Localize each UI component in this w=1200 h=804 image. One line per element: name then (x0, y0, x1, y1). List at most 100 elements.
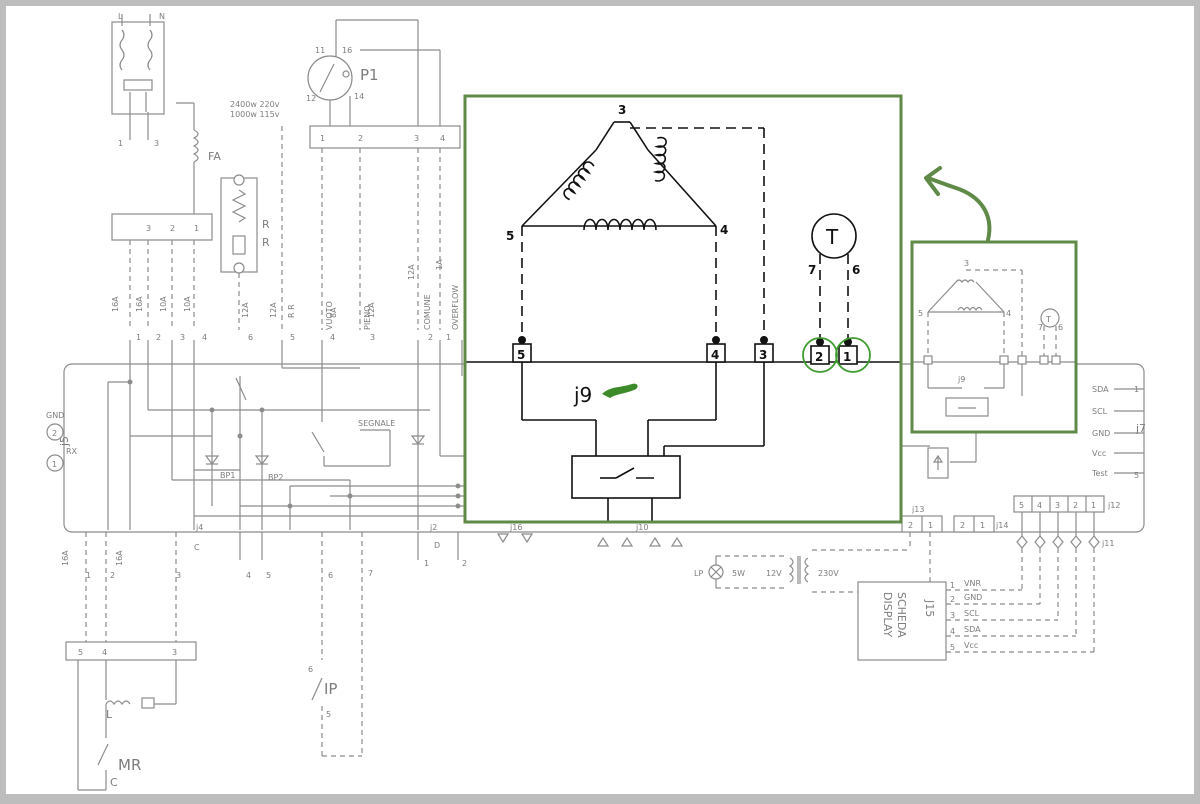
display-signal-sda: SDA (964, 625, 981, 634)
j16-label: j16 (509, 523, 522, 532)
bottom-pin-7: 7 (368, 569, 373, 578)
lamp-transformer: LP 5W 12V 230V (694, 532, 931, 593)
j3-pin-4: 4 (330, 333, 335, 342)
j12-label: j12 (1107, 501, 1120, 510)
display-pin-3: 3 (950, 611, 955, 620)
j2-top-pin-1: 1 (446, 333, 451, 342)
pressure-switch-p1: 11 16 12 14 P1 (306, 19, 441, 126)
ps-pin-16: 16 (342, 46, 352, 55)
display-connector-j15: J15 (923, 599, 936, 617)
bottom-connector-triangles (496, 533, 684, 547)
terminal-block-2: 1 2 3 4 (309, 125, 461, 149)
j13-label: j13 (911, 505, 924, 514)
j1-pin-2: 2 (156, 333, 161, 342)
j7-label: j7 (1135, 422, 1146, 435)
mr-label: MR (118, 756, 141, 774)
j14-label: j14 (995, 521, 1008, 530)
j13-pin-1: 1 (928, 521, 933, 530)
j3-wire-pieno: PIENO (363, 305, 372, 330)
highlight-circle-pin-2 (802, 337, 838, 373)
bottom-left-wiring: 16A 16A 1 2 3 4 5 6 7 1 2 C D 5 4 3 L (61, 532, 467, 791)
j2-top-header: 12A 1A COMUNE OVERFLOW 2 1 (407, 259, 460, 342)
bus-pin-5: 5 (1134, 471, 1139, 480)
bus-label-test: Test (1091, 469, 1108, 478)
lamp-label-lp: LP (694, 569, 703, 578)
terminal-block-1: 3 2 1 (111, 213, 213, 241)
tb3-pin-4: 4 (102, 648, 107, 657)
mini-overview-border (910, 240, 1078, 434)
j9-pin-4: 4 (711, 348, 719, 362)
display-title-2: DISPLAY (881, 592, 894, 637)
bottom-pin-4: 4 (246, 571, 251, 580)
tb1-pin-3: 3 (146, 224, 151, 233)
transformer-label-12v: 12V (766, 569, 782, 578)
fa-coil: FA (176, 102, 221, 214)
plug-pin-1: 1 (118, 139, 123, 148)
j1-fuse-2: 16A (135, 296, 144, 312)
display-board: SCHEDA DISPLAY J15 1 2 3 4 5 VNR GND SCL… (857, 579, 1094, 661)
j5-rx-label: RX (66, 447, 78, 456)
bottom-label-d: D (434, 541, 440, 550)
j14-pin-1: 1 (980, 521, 985, 530)
bus-label-vcc: Vcc (1092, 449, 1106, 458)
mr-c-label: C (110, 776, 118, 789)
j2-wire-overflow: OVERFLOW (451, 285, 460, 330)
mains-filter: L N 1 3 (111, 12, 165, 148)
j1-pin-1: 1 (136, 333, 141, 342)
mini-tacho-label: T (1045, 315, 1051, 324)
bottom-pin-j2-2: 2 (462, 559, 467, 568)
highlight-circle-pin-1 (835, 337, 871, 373)
tb2-pin-3: 3 (414, 134, 419, 143)
segnale-label: SEGNALE (358, 419, 395, 428)
j12-pin-2: 2 (1073, 501, 1078, 510)
bottom-pin-j2-1: 1 (424, 559, 429, 568)
j3-fuse-2: 12A (269, 302, 278, 318)
j9-pin-2: 2 (815, 350, 823, 364)
display-pin-1: 1 (950, 581, 955, 590)
left-board-circuitry: 2 1 GND RX j5 SEGNALE (46, 340, 648, 532)
tb2-pin-2: 2 (358, 134, 363, 143)
bottom-fuse-2: 16A (115, 550, 124, 566)
tacho-label: T (825, 225, 839, 249)
motor-pin-4: 4 (720, 223, 728, 237)
tb3-pin-3: 3 (172, 648, 177, 657)
mini-overview-inset: T 5 4 7 6 3 j9 (912, 242, 1076, 432)
bottom-label-c: C (194, 543, 200, 552)
right-board-connectors: 2 1 j13 2 1 j14 5 4 3 2 1 j12 j11 (900, 385, 1146, 652)
upper-dashed-wires (129, 126, 441, 330)
display-pin-5: 5 (950, 643, 955, 652)
bus-label-gnd: GND (1092, 429, 1110, 438)
mini-pin-6: 6 (1058, 323, 1063, 332)
j2-label: j2 (429, 523, 437, 532)
j9-label: j9 (573, 383, 592, 407)
tacho-pin-7: 7 (808, 263, 816, 277)
j2-fuse-1a: 1A (435, 259, 444, 270)
display-signal-vcc: Vcc (964, 641, 978, 650)
bottom-pin-5: 5 (266, 571, 271, 580)
j1-pin-4: 4 (202, 333, 207, 342)
heater-label-r2: R (262, 236, 270, 249)
j1-fuse-1: 16A (111, 296, 120, 312)
zoom-panel-background (465, 96, 901, 522)
pointer-arrow-icon (602, 383, 638, 398)
display-signal-vnr: VNR (964, 579, 981, 588)
bus-label-sda: SDA (1092, 385, 1109, 394)
mini-pin-7: 7 (1038, 323, 1043, 332)
j12-pin-1: 1 (1091, 501, 1096, 510)
heater-label-r1: R (262, 218, 270, 231)
ip-pin-5: 5 (326, 710, 331, 719)
bus-label-scl: SCL (1092, 407, 1108, 416)
j3-pin-5: 5 (290, 333, 295, 342)
tb1-pin-2: 2 (170, 224, 175, 233)
tb2-pin-4: 4 (440, 134, 445, 143)
j14-pin-2: 2 (960, 521, 965, 530)
heater: 2400w 220v 1000w 115v R R (220, 100, 280, 330)
display-signal-gnd: GND (964, 593, 982, 602)
bottom-pin-3: 3 (176, 571, 181, 580)
j2-fuse-12a: 12A (407, 264, 416, 280)
j2-wire-comune: COMUNE (423, 294, 432, 330)
j5-label: j5 (58, 436, 71, 447)
j3-pin-3: 3 (370, 333, 375, 342)
